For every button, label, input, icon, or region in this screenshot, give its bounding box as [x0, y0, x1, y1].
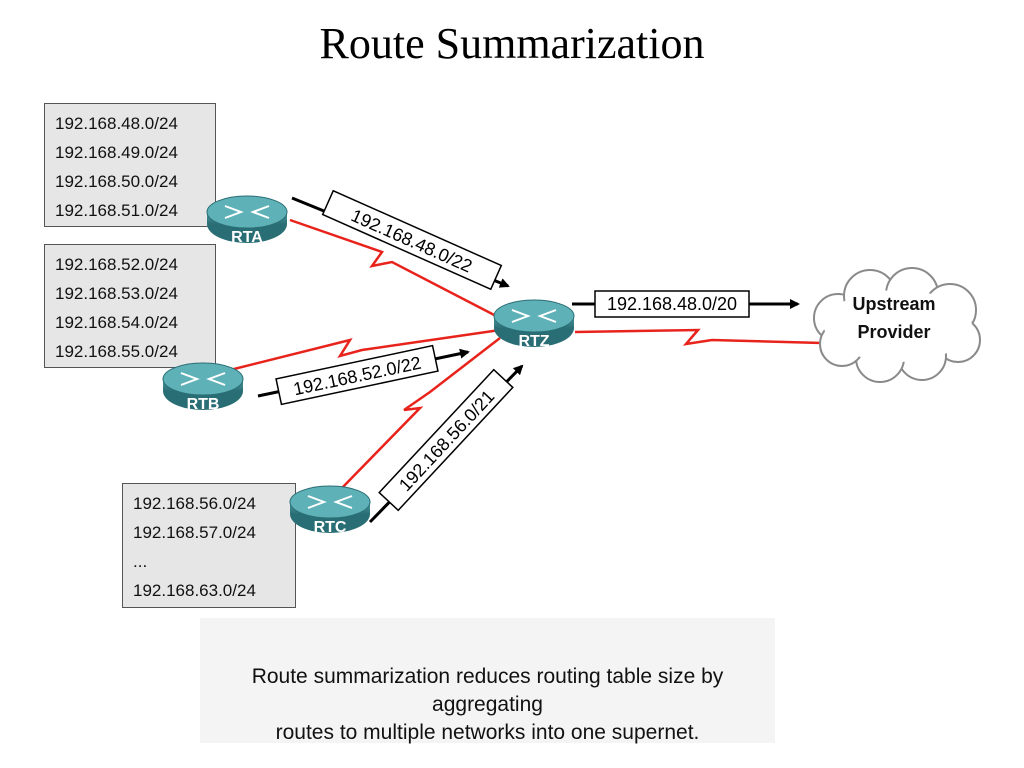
summary-route-rta: 192.168.48.0/22: [348, 205, 475, 276]
router-label: RTC: [314, 519, 347, 536]
network-entry: 192.168.50.0/24: [55, 172, 178, 191]
network-entry: 192.168.49.0/24: [55, 143, 178, 162]
router-rta: RTA: [206, 195, 288, 246]
cloud-label-line1: Upstream: [852, 294, 935, 314]
serial-link-rta-rtz: [289, 218, 501, 320]
network-entry: 192.168.52.0/24: [55, 255, 178, 274]
upstream-provider-cloud: Upstream Provider: [813, 267, 981, 383]
summary-route-rtz: 192.168.48.0/20: [607, 294, 737, 314]
serial-link-rtc-rtz: [339, 337, 501, 491]
caption: Route summarization reduces routing tabl…: [200, 618, 775, 744]
caption-line: routes to multiple networks into one sup…: [275, 721, 700, 744]
network-entry: 192.168.56.0/24: [133, 494, 256, 513]
router-label: RTA: [231, 229, 263, 246]
rta-network-list: 192.168.48.0/24 192.168.49.0/24 192.168.…: [44, 103, 216, 227]
network-entry: 192.168.51.0/24: [55, 201, 178, 220]
router-arrows-icon: [224, 205, 270, 219]
summary-label-rtz: 192.168.48.0/20: [594, 290, 750, 318]
network-entry: 192.168.48.0/24: [55, 114, 178, 133]
summary-label-rtc: 192.168.56.0/21: [378, 368, 514, 512]
caption-line: Route summarization reduces routing tabl…: [251, 665, 724, 716]
rtb-network-list: 192.168.52.0/24 192.168.53.0/24 192.168.…: [44, 244, 216, 368]
router-rtz: RTZ: [493, 299, 575, 350]
router-rtb: RTB: [162, 362, 244, 413]
summary-arrows: [257, 196, 800, 524]
router-label: RTZ: [518, 333, 549, 350]
router-arrows-icon: [180, 372, 226, 386]
network-entry: 192.168.57.0/24: [133, 523, 256, 542]
network-entry: ...: [133, 552, 148, 571]
serial-link-rtz-upstream: [574, 328, 823, 346]
page-title: Route Summarization: [319, 19, 705, 68]
summary-label-rtb: 192.168.52.0/22: [275, 344, 439, 406]
summary-route-rtb: 192.168.52.0/22: [291, 353, 422, 400]
network-entry: 192.168.63.0/24: [133, 581, 256, 600]
router-arrows-icon: [511, 309, 557, 323]
cloud-label-line2: Provider: [857, 322, 930, 342]
network-entry: 192.168.53.0/24: [55, 284, 178, 303]
router-arrows-icon: [307, 495, 353, 509]
rtc-network-list: 192.168.56.0/24 192.168.57.0/24 ... 192.…: [122, 483, 296, 608]
summary-route-rtc: 192.168.56.0/21: [395, 386, 498, 495]
network-entry: 192.168.55.0/24: [55, 342, 178, 361]
router-label: RTB: [187, 396, 220, 413]
serial-links: [229, 218, 823, 491]
serial-link-rtb-rtz: [229, 328, 501, 372]
router-rtc: RTC: [289, 485, 371, 536]
network-entry: 192.168.54.0/24: [55, 313, 178, 332]
